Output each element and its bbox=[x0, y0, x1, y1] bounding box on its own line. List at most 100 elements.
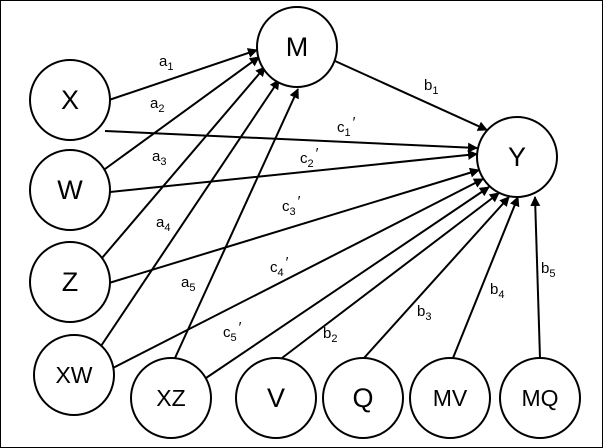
edge-label-subscript: 3 bbox=[290, 206, 296, 218]
edge-label-subscript: 1 bbox=[432, 85, 438, 97]
node-label: MV bbox=[433, 385, 468, 411]
edge-label-a1: a1 bbox=[159, 53, 173, 73]
edge-xz-to-y bbox=[205, 186, 490, 379]
node-mv: MV bbox=[409, 357, 491, 439]
node-label: X bbox=[61, 85, 79, 115]
node-label: W bbox=[57, 175, 83, 205]
edge-label-subscript: 2 bbox=[158, 103, 164, 115]
edge-label-c1-prime: c1′ bbox=[337, 114, 356, 139]
edge-label-c5-prime: c5′ bbox=[223, 319, 242, 344]
node-xz: XZ bbox=[130, 357, 212, 439]
node-label: MQ bbox=[521, 385, 558, 411]
node-label: Q bbox=[352, 383, 373, 413]
edge-label-base: a bbox=[159, 53, 168, 70]
edge-z-to-m bbox=[101, 66, 266, 259]
edge-label-b5: b5 bbox=[541, 260, 555, 280]
edge-x-to-m bbox=[108, 48, 258, 101]
edge-label-prime: ′ bbox=[239, 319, 242, 336]
edge-label-base: b bbox=[323, 325, 331, 342]
edge-label-c4-prime: c4′ bbox=[270, 254, 289, 279]
edge-mq-to-y bbox=[530, 196, 541, 359]
edge-label-base: a bbox=[150, 95, 159, 112]
node-label: Y bbox=[508, 142, 526, 172]
edge-label-subscript: 3 bbox=[425, 311, 431, 323]
node-circle bbox=[499, 357, 581, 439]
node-m: M bbox=[256, 6, 338, 88]
edge-label-base: c bbox=[282, 198, 290, 215]
edge-label-subscript: 5 bbox=[549, 268, 555, 280]
edge-mv-to-y bbox=[452, 196, 520, 359]
edge-label-prime: ′ bbox=[286, 254, 289, 271]
node-circle bbox=[130, 357, 212, 439]
edge-label-a4: a4 bbox=[156, 214, 170, 234]
node-label: XZ bbox=[156, 385, 185, 411]
edge-w-to-m bbox=[104, 56, 260, 170]
node-label: XW bbox=[55, 362, 92, 388]
edge-label-subscript: 2 bbox=[331, 333, 337, 345]
node-mq: MQ bbox=[499, 357, 581, 439]
edge-label-base: a bbox=[156, 214, 165, 231]
node-circle bbox=[256, 6, 338, 88]
node-label: Z bbox=[62, 267, 79, 297]
edge-label-subscript: 4 bbox=[278, 267, 284, 279]
edge-xz-to-m bbox=[174, 88, 299, 359]
edge-q-to-y bbox=[363, 196, 510, 359]
edge-label-c2-prime: c2′ bbox=[300, 145, 319, 170]
edge-xw-to-m bbox=[100, 79, 280, 347]
edge-label-subscript: 1 bbox=[345, 127, 351, 139]
edge-label-b2: b2 bbox=[323, 325, 337, 345]
edge-label-b4: b4 bbox=[490, 281, 504, 301]
node-circle bbox=[409, 357, 491, 439]
node-w: W bbox=[29, 149, 111, 231]
edge-label-subscript: 2 bbox=[308, 158, 314, 170]
edge-label-c3-prime: c3′ bbox=[282, 193, 301, 218]
edge-label-subscript: 4 bbox=[498, 289, 504, 301]
edge-label-a5: a5 bbox=[181, 274, 195, 294]
edge-label-b1: b1 bbox=[424, 77, 438, 97]
node-label: M bbox=[286, 32, 309, 62]
node-circle bbox=[476, 116, 558, 198]
node-circle bbox=[322, 357, 404, 439]
edge-label-base: c bbox=[223, 324, 231, 341]
node-circle bbox=[33, 334, 115, 416]
edge-v-to-y bbox=[281, 192, 500, 359]
node-label: V bbox=[267, 383, 285, 413]
edge-label-subscript: 1 bbox=[167, 61, 173, 73]
edge-label-subscript: 5 bbox=[189, 282, 195, 294]
node-x: X bbox=[29, 59, 111, 141]
node-circle bbox=[29, 149, 111, 231]
edge-label-base: b bbox=[490, 281, 498, 298]
edge-label-base: b bbox=[541, 260, 549, 277]
edge-label-a3: a3 bbox=[152, 148, 166, 168]
edge-label-b3: b3 bbox=[417, 303, 431, 323]
edge-z-to-y bbox=[108, 167, 480, 284]
node-circle bbox=[235, 357, 317, 439]
edge-label-base: c bbox=[300, 150, 308, 167]
edge-label-base: a bbox=[181, 274, 190, 291]
edge-xw-to-y bbox=[108, 178, 484, 371]
edge-label-base: c bbox=[270, 259, 278, 276]
edge-w-to-y bbox=[109, 149, 478, 193]
edge-label-base: b bbox=[424, 77, 432, 94]
node-z: Z bbox=[29, 241, 111, 323]
edge-label-a2: a2 bbox=[150, 95, 164, 115]
edge-label-prime: ′ bbox=[353, 114, 356, 131]
edge-label-subscript: 3 bbox=[160, 156, 166, 168]
node-circle bbox=[29, 59, 111, 141]
node-v: V bbox=[235, 357, 317, 439]
node-q: Q bbox=[322, 357, 404, 439]
edge-label-base: a bbox=[152, 148, 161, 165]
node-circle bbox=[29, 241, 111, 323]
edge-label-prime: ′ bbox=[298, 193, 301, 210]
edges-layer bbox=[100, 48, 541, 379]
edge-label-prime: ′ bbox=[316, 145, 319, 162]
edge-label-subscript: 5 bbox=[231, 332, 237, 344]
edge-x-to-y bbox=[104, 130, 478, 153]
node-y: Y bbox=[476, 116, 558, 198]
edge-m-to-y bbox=[334, 60, 488, 131]
edge-label-subscript: 4 bbox=[164, 222, 170, 234]
